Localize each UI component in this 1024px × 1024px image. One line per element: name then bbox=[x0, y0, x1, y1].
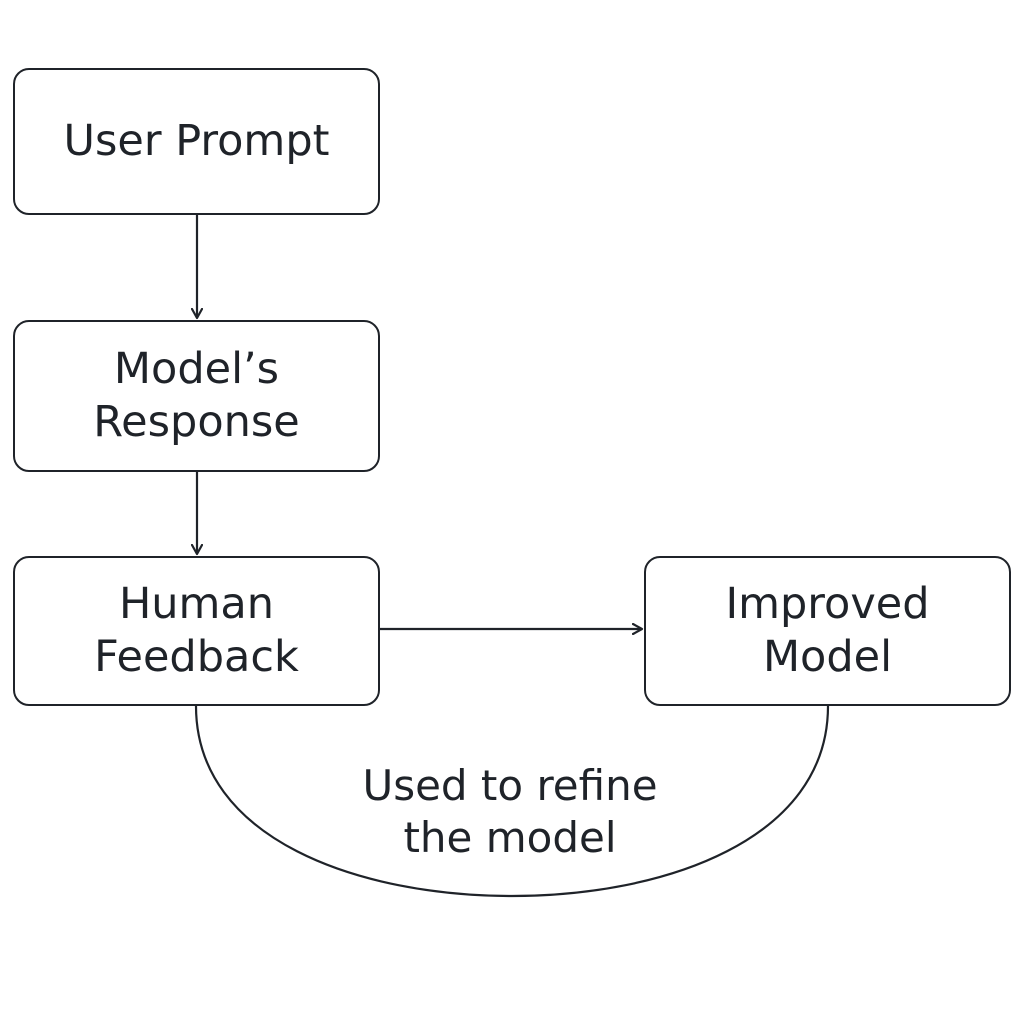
feedback-loop-label-line2: the model bbox=[403, 813, 617, 862]
improved-model-label-line2: Model bbox=[762, 632, 893, 682]
model-response-node: Model’s Response bbox=[13, 320, 380, 472]
feedback-loop-label-line1: Used to refine bbox=[362, 761, 658, 810]
user-prompt-label: User Prompt bbox=[63, 116, 330, 166]
user-prompt-node: User Prompt bbox=[13, 68, 380, 215]
human-feedback-node: Human Feedback bbox=[13, 556, 380, 706]
human-feedback-label-line1: Human bbox=[118, 579, 275, 629]
feedback-loop-label: Used to refine the model bbox=[300, 760, 720, 864]
improved-model-node: Improved Model bbox=[644, 556, 1011, 706]
model-response-label-line2: Response bbox=[93, 397, 300, 447]
improved-model-label-line1: Improved bbox=[725, 579, 930, 629]
model-response-label-line1: Model’s bbox=[113, 344, 280, 394]
human-feedback-label-line2: Feedback bbox=[94, 632, 299, 682]
feedback-loop-curve bbox=[194, 705, 830, 898]
